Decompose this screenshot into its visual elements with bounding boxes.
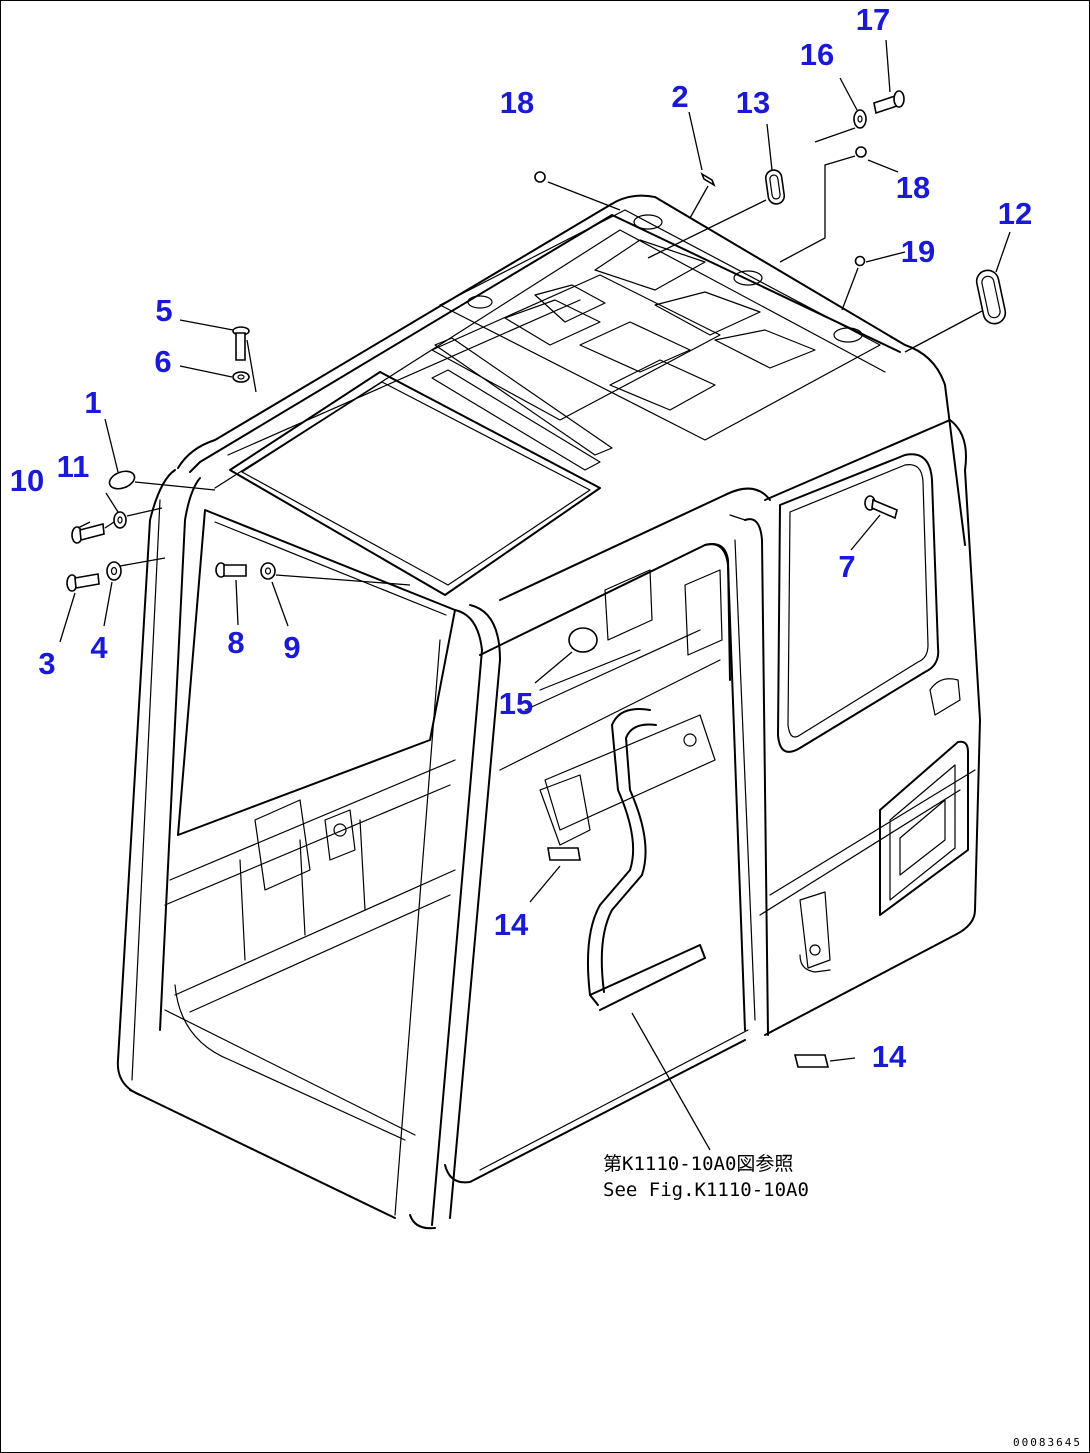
callout-15: 15 (499, 686, 533, 721)
washer-part-16 (853, 109, 867, 129)
callout-16: 16 (800, 37, 834, 72)
seal-part-13 (764, 169, 786, 205)
bolt-part-7 (864, 495, 898, 520)
callout-3: 3 (38, 646, 55, 681)
callout-4: 4 (90, 630, 108, 665)
nut-part-18b (855, 146, 867, 158)
bolt-part-8 (215, 562, 247, 578)
figure-code: 00083645 (1013, 1436, 1082, 1449)
callout-6: 6 (154, 344, 171, 379)
cab-body (116, 194, 981, 1230)
callout-18a: 18 (500, 85, 534, 120)
callout-18b: 18 (896, 170, 930, 205)
bolt-part-17 (873, 90, 905, 115)
washer-part-4 (106, 561, 122, 581)
callout-8: 8 (227, 625, 244, 660)
callout-10: 10 (10, 463, 44, 498)
nut-part-19 (854, 255, 866, 267)
reference-note-en: See Fig.K1110-10A0 (603, 1179, 809, 1201)
nut-part-18a (534, 171, 546, 183)
cap-part-1 (108, 470, 136, 490)
callout-7: 7 (838, 549, 855, 584)
pad-part-14b (793, 1054, 830, 1068)
callout-1: 1 (84, 385, 101, 420)
plug-part-15 (568, 627, 598, 653)
pad-part-14a (547, 847, 581, 861)
callout-17: 17 (856, 2, 890, 37)
callout-19: 19 (901, 234, 935, 269)
callout-2: 2 (671, 79, 688, 114)
bolt-part-3 (66, 573, 100, 592)
callout-13: 13 (736, 85, 770, 120)
screw-part-2 (700, 172, 716, 187)
callout-9: 9 (283, 630, 300, 665)
reference-note-jp: 第K1110-10A0図参照 (603, 1153, 793, 1175)
leader-lines (59, 39, 1011, 1151)
callout-5: 5 (155, 293, 172, 328)
callout-11: 11 (57, 449, 90, 484)
seal-part-12 (975, 269, 1007, 325)
callout-14b: 14 (872, 1039, 907, 1074)
bolt-part-10 (71, 522, 105, 544)
parts (66, 90, 1007, 1068)
callout-12: 12 (998, 196, 1032, 231)
callout-14a: 14 (494, 907, 529, 942)
reference-note: 第K1110-10A0図参照 See Fig.K1110-10A0 (603, 1153, 809, 1201)
washer-part-11 (113, 511, 127, 529)
washer-part-6 (232, 371, 250, 383)
bolt-part-5 (232, 326, 250, 361)
washer-part-9 (260, 562, 276, 580)
callouts: 1 2 3 4 5 6 7 8 9 10 11 12 13 14 14 15 1… (10, 2, 1032, 1074)
